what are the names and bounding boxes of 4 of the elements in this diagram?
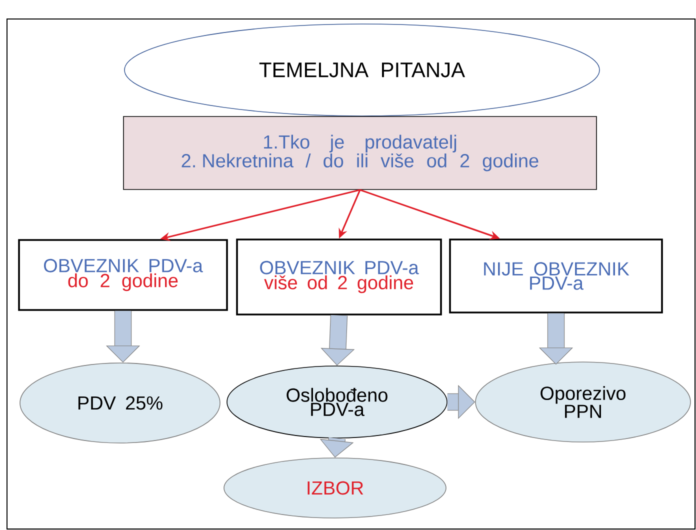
question-box: 1.Tko je prodavatelj 2. Nekretnina / do ili više od 2 godine: [123, 116, 597, 190]
category-box: OBVEZNIK PDV-a više od 2 godine: [236, 238, 442, 316]
category-box: NIJE OBVEZNIK PDV-a: [449, 238, 663, 314]
category-box: OBVEZNIK PDV-a do 2 godine: [18, 239, 228, 311]
